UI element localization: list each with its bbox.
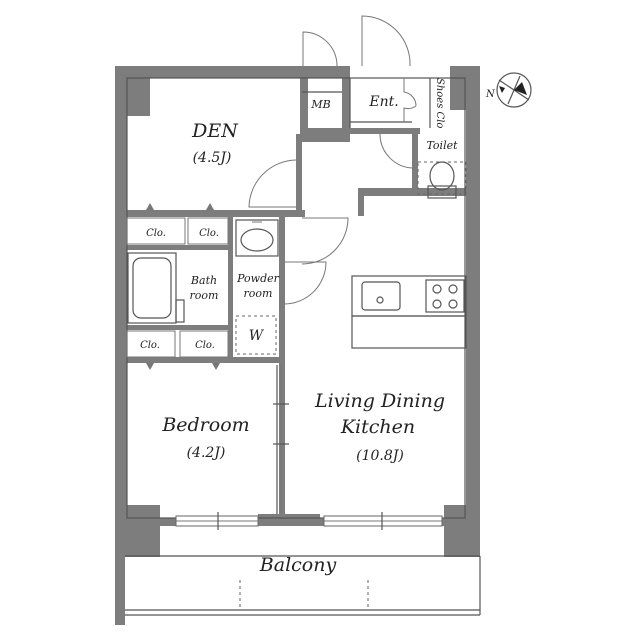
room-outlines bbox=[126, 77, 466, 519]
mb-door bbox=[302, 31, 338, 67]
closet-label-bottom-right: Clo. bbox=[195, 340, 215, 351]
bathtub bbox=[127, 252, 185, 324]
den-door bbox=[248, 159, 297, 208]
washer-label: W bbox=[249, 328, 265, 344]
toilet-label: Toilet bbox=[426, 139, 458, 152]
entrance-label: Ent. bbox=[368, 94, 398, 110]
ldk-label-line2: Kitchen bbox=[340, 416, 415, 438]
closet-markers bbox=[126, 203, 229, 370]
washbasin bbox=[235, 219, 279, 257]
balcony-label: Balcony bbox=[259, 554, 337, 576]
entrance-door bbox=[361, 15, 411, 67]
mb-label: MB bbox=[310, 98, 330, 111]
ldk-size: (10.8J) bbox=[356, 448, 404, 464]
washer-space bbox=[235, 315, 277, 355]
windows bbox=[175, 512, 443, 530]
balcony-area bbox=[125, 555, 481, 616]
ldk-label-line1: Living Dining bbox=[314, 390, 445, 412]
compass-icon: N bbox=[485, 72, 532, 108]
closet-label-top-right: Clo. bbox=[199, 228, 219, 239]
bedroom-size: (4.2J) bbox=[187, 445, 226, 461]
bath-label-line1: Bath bbox=[190, 274, 217, 287]
toilet-door bbox=[379, 133, 415, 169]
ldk-door bbox=[301, 217, 349, 265]
powder-door bbox=[283, 261, 327, 305]
closet-label-bottom-left: Clo. bbox=[140, 340, 160, 351]
interior-walls bbox=[120, 128, 466, 526]
kitchen-counter bbox=[351, 275, 467, 349]
bedroom-label: Bedroom bbox=[161, 414, 249, 436]
bath-label-line2: room bbox=[190, 289, 219, 302]
den-label: DEN bbox=[191, 120, 239, 142]
shoes-closet-label: Shoes Clo bbox=[434, 78, 445, 128]
powder-label-line2: room bbox=[244, 287, 273, 300]
doors bbox=[248, 15, 417, 514]
closet-label-top-left: Clo. bbox=[146, 228, 166, 239]
compass-north-label: N bbox=[485, 89, 496, 100]
shoes-closet-door bbox=[403, 78, 417, 107]
toilet-fixture bbox=[417, 161, 467, 199]
den-size: (4.5J) bbox=[193, 150, 232, 166]
powder-label-line1: Powder bbox=[236, 272, 280, 285]
